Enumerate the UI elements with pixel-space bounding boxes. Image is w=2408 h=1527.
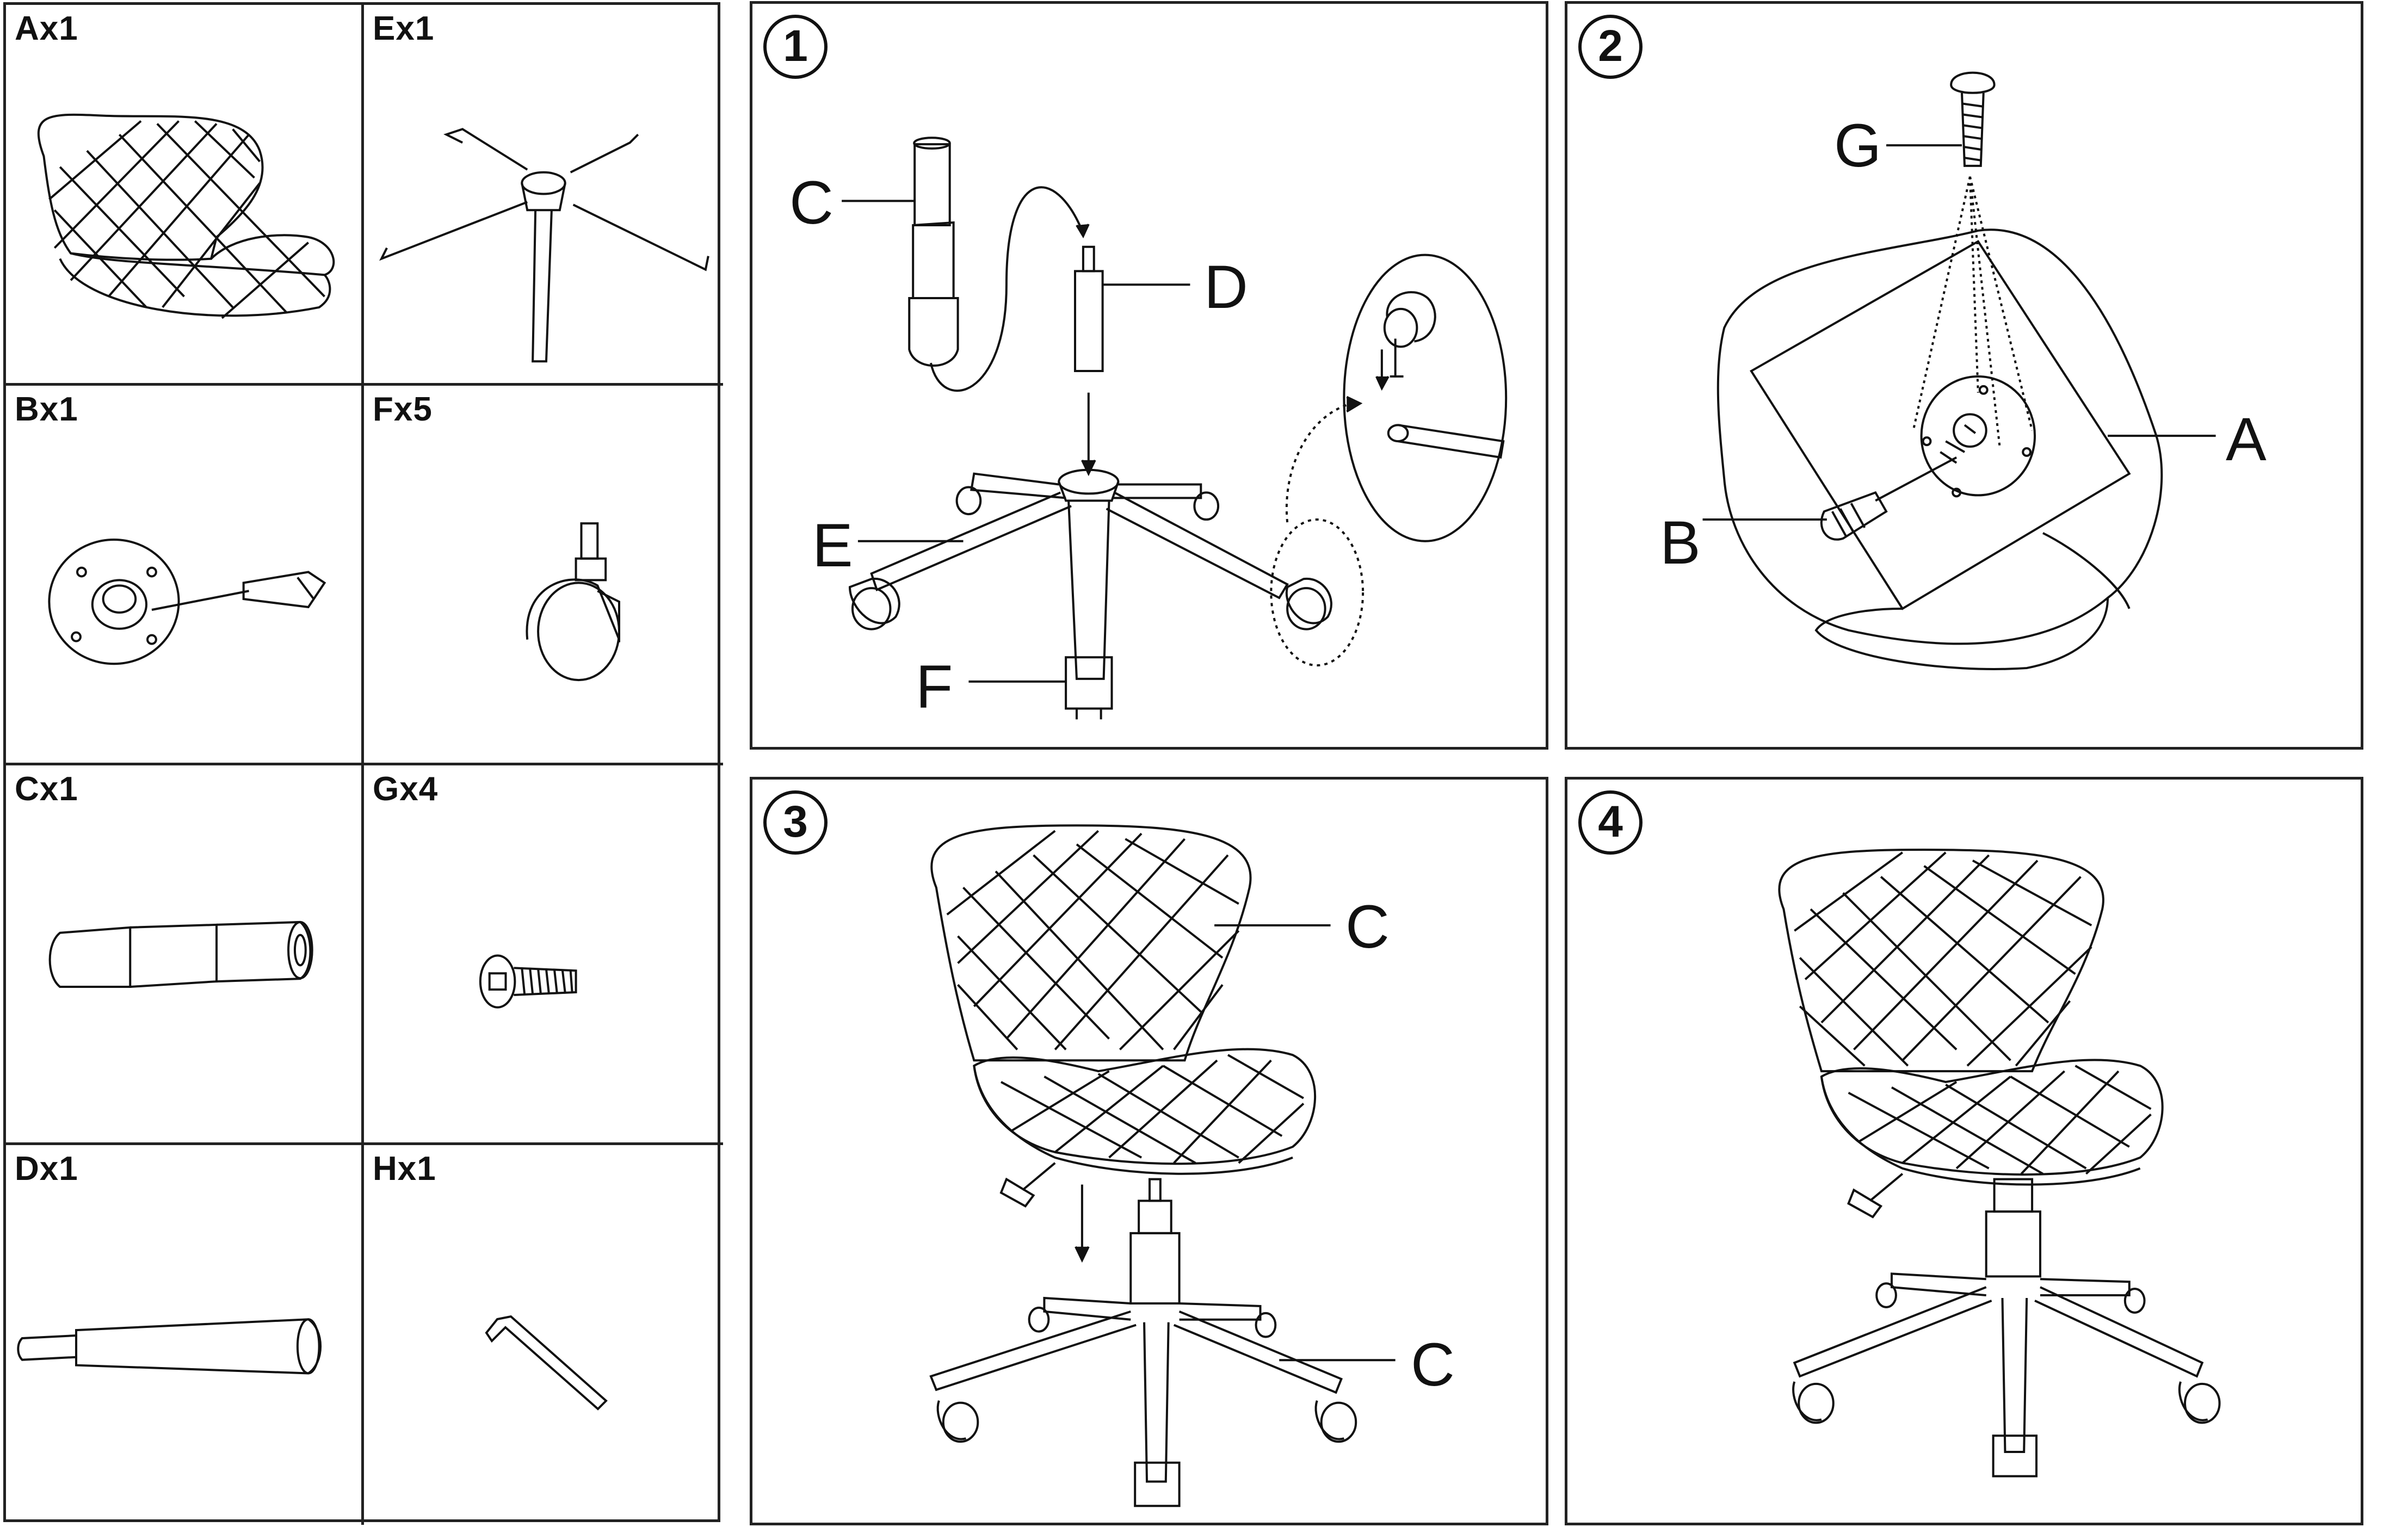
step-2-panel: 2 [1565, 1, 2363, 750]
part-label-c: Cx1 [15, 770, 78, 808]
part-label-e: Ex1 [373, 10, 435, 47]
step-1-panel: 1 [750, 1, 1548, 750]
step-3-number: 3 [763, 790, 828, 855]
step-1-number: 1 [763, 15, 828, 79]
gas-cylinder-icon [6, 765, 361, 1142]
callout-g-step2: G [1834, 112, 1882, 180]
callout-f-step1: F [916, 653, 953, 721]
step-3-callout-lines [752, 780, 1546, 1523]
step-2-callout-lines [1567, 4, 2361, 747]
callout-e-step1: E [812, 511, 853, 579]
part-label-d: Dx1 [15, 1150, 78, 1188]
step-4-assembled-chair [1567, 780, 2361, 1523]
part-cell-h: Hx1 [364, 1145, 723, 1525]
part-label-h: Hx1 [373, 1150, 436, 1188]
seat-shell-icon [6, 5, 361, 383]
part-cell-b: Bx1 [6, 386, 364, 765]
callout-c-top-step3: C [1345, 893, 1390, 961]
step-2-illustration [1567, 4, 2361, 747]
step-3-illustration [752, 780, 1546, 1523]
part-label-f: Fx5 [373, 391, 433, 428]
step-4-panel: 4 [1565, 777, 2363, 1525]
step-1-illustration [752, 4, 1546, 747]
callout-c-step1: C [789, 169, 833, 237]
part-cell-g: Gx4 [364, 765, 723, 1145]
seat-mechanism-icon [6, 386, 361, 763]
step-2-number: 2 [1578, 15, 1643, 79]
part-label-b: Bx1 [15, 391, 78, 428]
part-cell-d: Dx1 [6, 1145, 364, 1525]
star-base-icon [364, 5, 723, 383]
step-3-panel: 3 [750, 777, 1548, 1525]
callout-d-step1: D [1204, 253, 1248, 321]
part-cell-f: Fx5 [364, 386, 723, 765]
part-label-a: Ax1 [15, 10, 78, 47]
cylinder-rod-icon [6, 1145, 361, 1525]
parts-list-panel: Ax1 Ex1 Bx1 [3, 2, 723, 1525]
step-4-number: 4 [1578, 790, 1643, 855]
caster-wheel-icon [364, 386, 723, 763]
callout-c-bottom-step3: C [1411, 1331, 1455, 1399]
bolt-icon [364, 765, 723, 1142]
step-1-callout-lines [752, 4, 1546, 747]
part-cell-c: Cx1 [6, 765, 364, 1145]
callout-a-step2: A [2226, 405, 2267, 473]
allen-key-icon [364, 1145, 723, 1525]
part-label-g: Gx4 [373, 770, 439, 808]
callout-b-step2: B [1660, 509, 1701, 577]
part-cell-a: Ax1 [6, 5, 364, 386]
part-cell-e: Ex1 [364, 5, 723, 386]
